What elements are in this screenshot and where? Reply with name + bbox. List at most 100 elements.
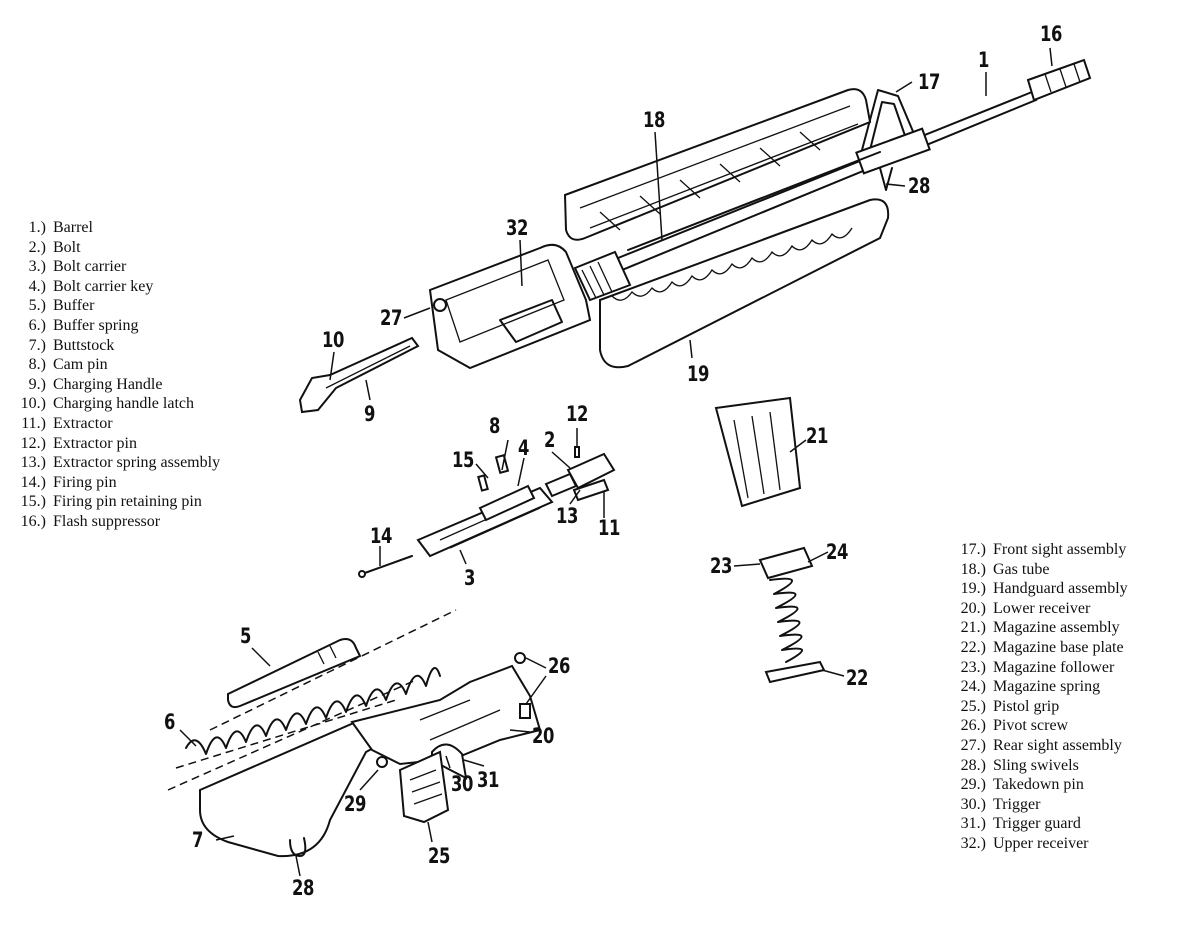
legend-part-name: Pivot screw bbox=[993, 717, 1069, 735]
legend-number: 29.) bbox=[960, 776, 986, 794]
legend-part-name: Extractor spring assembly bbox=[53, 454, 221, 472]
legend-item: 24.)Magazine spring bbox=[948, 677, 1128, 697]
callout-6: 6 bbox=[164, 710, 176, 734]
legend-item: 27.) Rear sight assembly bbox=[948, 736, 1128, 756]
legend-number: 11.) bbox=[21, 414, 46, 432]
legend-number: 19.) bbox=[960, 580, 986, 598]
lower-handguard-part bbox=[599, 198, 890, 369]
callout-25: 25 bbox=[428, 844, 451, 868]
callout-23: 23 bbox=[710, 554, 733, 578]
legend-item: 1.)Barrel bbox=[8, 218, 220, 238]
legend-number: 27.) bbox=[960, 736, 986, 754]
legend-number: 7.) bbox=[28, 336, 46, 354]
callout-5: 5 bbox=[240, 624, 252, 648]
legend-number: 15.) bbox=[20, 493, 46, 511]
callout-21: 21 bbox=[806, 424, 829, 448]
legend-item: 25.)Pistol grip bbox=[948, 697, 1128, 717]
legend-number: 16.) bbox=[20, 512, 46, 530]
legend-number: 23.) bbox=[960, 658, 986, 676]
legend-item: 13.) Extractor spring assembly bbox=[8, 453, 220, 473]
legend-item: 23.) Magazine follower bbox=[948, 658, 1128, 678]
callout-11: 11 bbox=[598, 516, 621, 540]
legend-number: 10.) bbox=[20, 395, 46, 413]
legend-number: 13.) bbox=[20, 454, 46, 472]
callout-29: 29 bbox=[344, 792, 367, 816]
upper-handguard-part bbox=[563, 88, 872, 241]
callout-17: 17 bbox=[918, 70, 941, 94]
upper-receiver-part bbox=[428, 243, 592, 370]
callout-16: 16 bbox=[1040, 22, 1063, 46]
legend-part-name: Upper receiver bbox=[993, 834, 1089, 852]
legend-part-name: Charging handle latch bbox=[53, 395, 194, 413]
legend-part-name: Lower receiver bbox=[993, 599, 1091, 617]
legend-item: 12.)Extractor pin bbox=[8, 434, 220, 454]
legend-number: 14.) bbox=[20, 473, 46, 491]
legend-part-name: Trigger guard bbox=[993, 815, 1081, 833]
callout-3: 3 bbox=[464, 566, 476, 590]
legend-part-name: Magazine follower bbox=[993, 658, 1115, 676]
legend-number: 26.) bbox=[960, 717, 986, 735]
legend-number: 1.) bbox=[28, 219, 46, 236]
legend-part-name: Firing pin retaining pin bbox=[53, 493, 202, 511]
legend-item: 8.) Cam pin bbox=[8, 355, 220, 375]
legend-item: 2.) Bolt bbox=[8, 238, 220, 258]
legend-part-name: Bolt bbox=[53, 238, 81, 256]
legend-item: 5.) Buffer bbox=[8, 296, 220, 316]
bolt-part bbox=[544, 452, 616, 502]
legend-item: 31.) Trigger guard bbox=[948, 814, 1128, 834]
legend-part-name: Charging Handle bbox=[53, 375, 163, 393]
callout-1: 1 bbox=[978, 48, 990, 72]
legend-item: 4.)Bolt carrier key bbox=[8, 277, 220, 297]
legend-item: 15.) Firing pin retaining pin bbox=[8, 492, 220, 512]
legend-part-name: Flash suppressor bbox=[53, 512, 161, 530]
legend-number: 18.) bbox=[960, 560, 986, 578]
magazine-spring-part bbox=[769, 577, 803, 663]
callout-30: 30 bbox=[451, 772, 474, 796]
buffer-spring-part bbox=[185, 667, 441, 755]
legend-item: 6.)Buffer spring bbox=[8, 316, 220, 336]
legend-item: 22.) Magazine base plate bbox=[948, 638, 1128, 658]
legend-item: 10.) Charging handle latch bbox=[8, 394, 220, 414]
callout-7: 7 bbox=[192, 828, 204, 852]
legend-part-name: Extractor pin bbox=[53, 434, 137, 452]
legend-part-name: Buffer spring bbox=[53, 316, 139, 334]
legend-part-name: Firing pin bbox=[53, 473, 117, 491]
legend-item: 30.)Trigger bbox=[948, 795, 1128, 815]
legend-number: 21.) bbox=[960, 619, 986, 637]
callout-2: 2 bbox=[544, 428, 556, 452]
legend-number: 5.) bbox=[28, 297, 46, 315]
legend-number: 8.) bbox=[28, 356, 46, 374]
lower-receiver-part bbox=[350, 664, 542, 780]
callout-14: 14 bbox=[370, 524, 393, 548]
callout-4: 4 bbox=[518, 436, 530, 460]
flash-suppressor-part bbox=[1026, 58, 1092, 102]
legend-item: 32.)Upper receiver bbox=[948, 834, 1128, 854]
legend-part-name: Buttstock bbox=[53, 336, 115, 354]
legend-part-name: Magazine base plate bbox=[993, 638, 1124, 656]
legend-part-name: Sling swivels bbox=[993, 756, 1079, 774]
legend-item: 9.) Charging Handle bbox=[8, 375, 220, 395]
legend-part-name: Rear sight assembly bbox=[993, 736, 1122, 754]
legend-part-name: Pistol grip bbox=[993, 697, 1060, 715]
legend-part-name: Magazine assembly bbox=[993, 619, 1120, 637]
legend-part-name: Handguard assembly bbox=[993, 580, 1128, 598]
callout-27: 27 bbox=[380, 306, 403, 330]
legend-item: 20.)Lower receiver bbox=[948, 599, 1128, 619]
legend-number: 31.) bbox=[960, 815, 986, 833]
legend-number: 22.) bbox=[960, 638, 986, 656]
callout-10: 10 bbox=[322, 328, 345, 352]
legend-item: 28.)Sling swivels bbox=[948, 756, 1128, 776]
legend-number: 9.) bbox=[28, 375, 46, 393]
buttstock-part bbox=[199, 720, 395, 858]
legend-number: 2.) bbox=[28, 238, 46, 256]
legend-part-name: Cam pin bbox=[53, 356, 108, 374]
callout-8: 8 bbox=[489, 414, 501, 438]
legend-item: 26.) Pivot screw bbox=[948, 716, 1128, 736]
legend-part-name: Gas tube bbox=[993, 560, 1050, 578]
callout-22: 22 bbox=[846, 666, 869, 690]
callout-24: 24 bbox=[826, 540, 849, 564]
legend-item: 18.) Gas tube bbox=[948, 560, 1128, 580]
legend-part-name: Buffer bbox=[53, 297, 95, 315]
